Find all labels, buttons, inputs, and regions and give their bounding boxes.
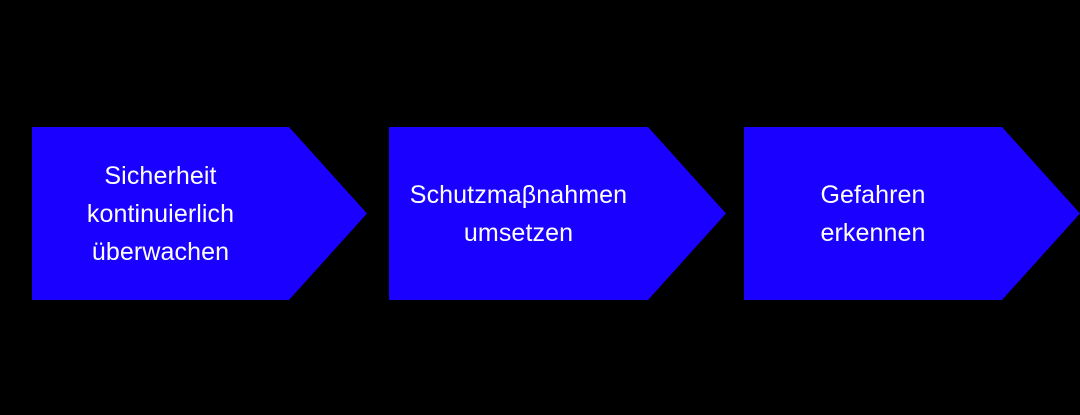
chevron-step-2[interactable]: Schutzmaβnahmen umsetzen [389, 127, 726, 300]
chevron-step-3[interactable]: Gefahren erkennen [744, 127, 1080, 300]
chevron-step-3-label: Gefahren erkennen [820, 180, 926, 247]
chevron-step-1-label: Sicherheit kontinuierlich überwachen [86, 161, 235, 266]
chevron-step-1[interactable]: Sicherheit kontinuierlich überwachen [32, 127, 367, 300]
chevron-step-2-label: Schutzmaβnahmen umsetzen [409, 180, 628, 247]
